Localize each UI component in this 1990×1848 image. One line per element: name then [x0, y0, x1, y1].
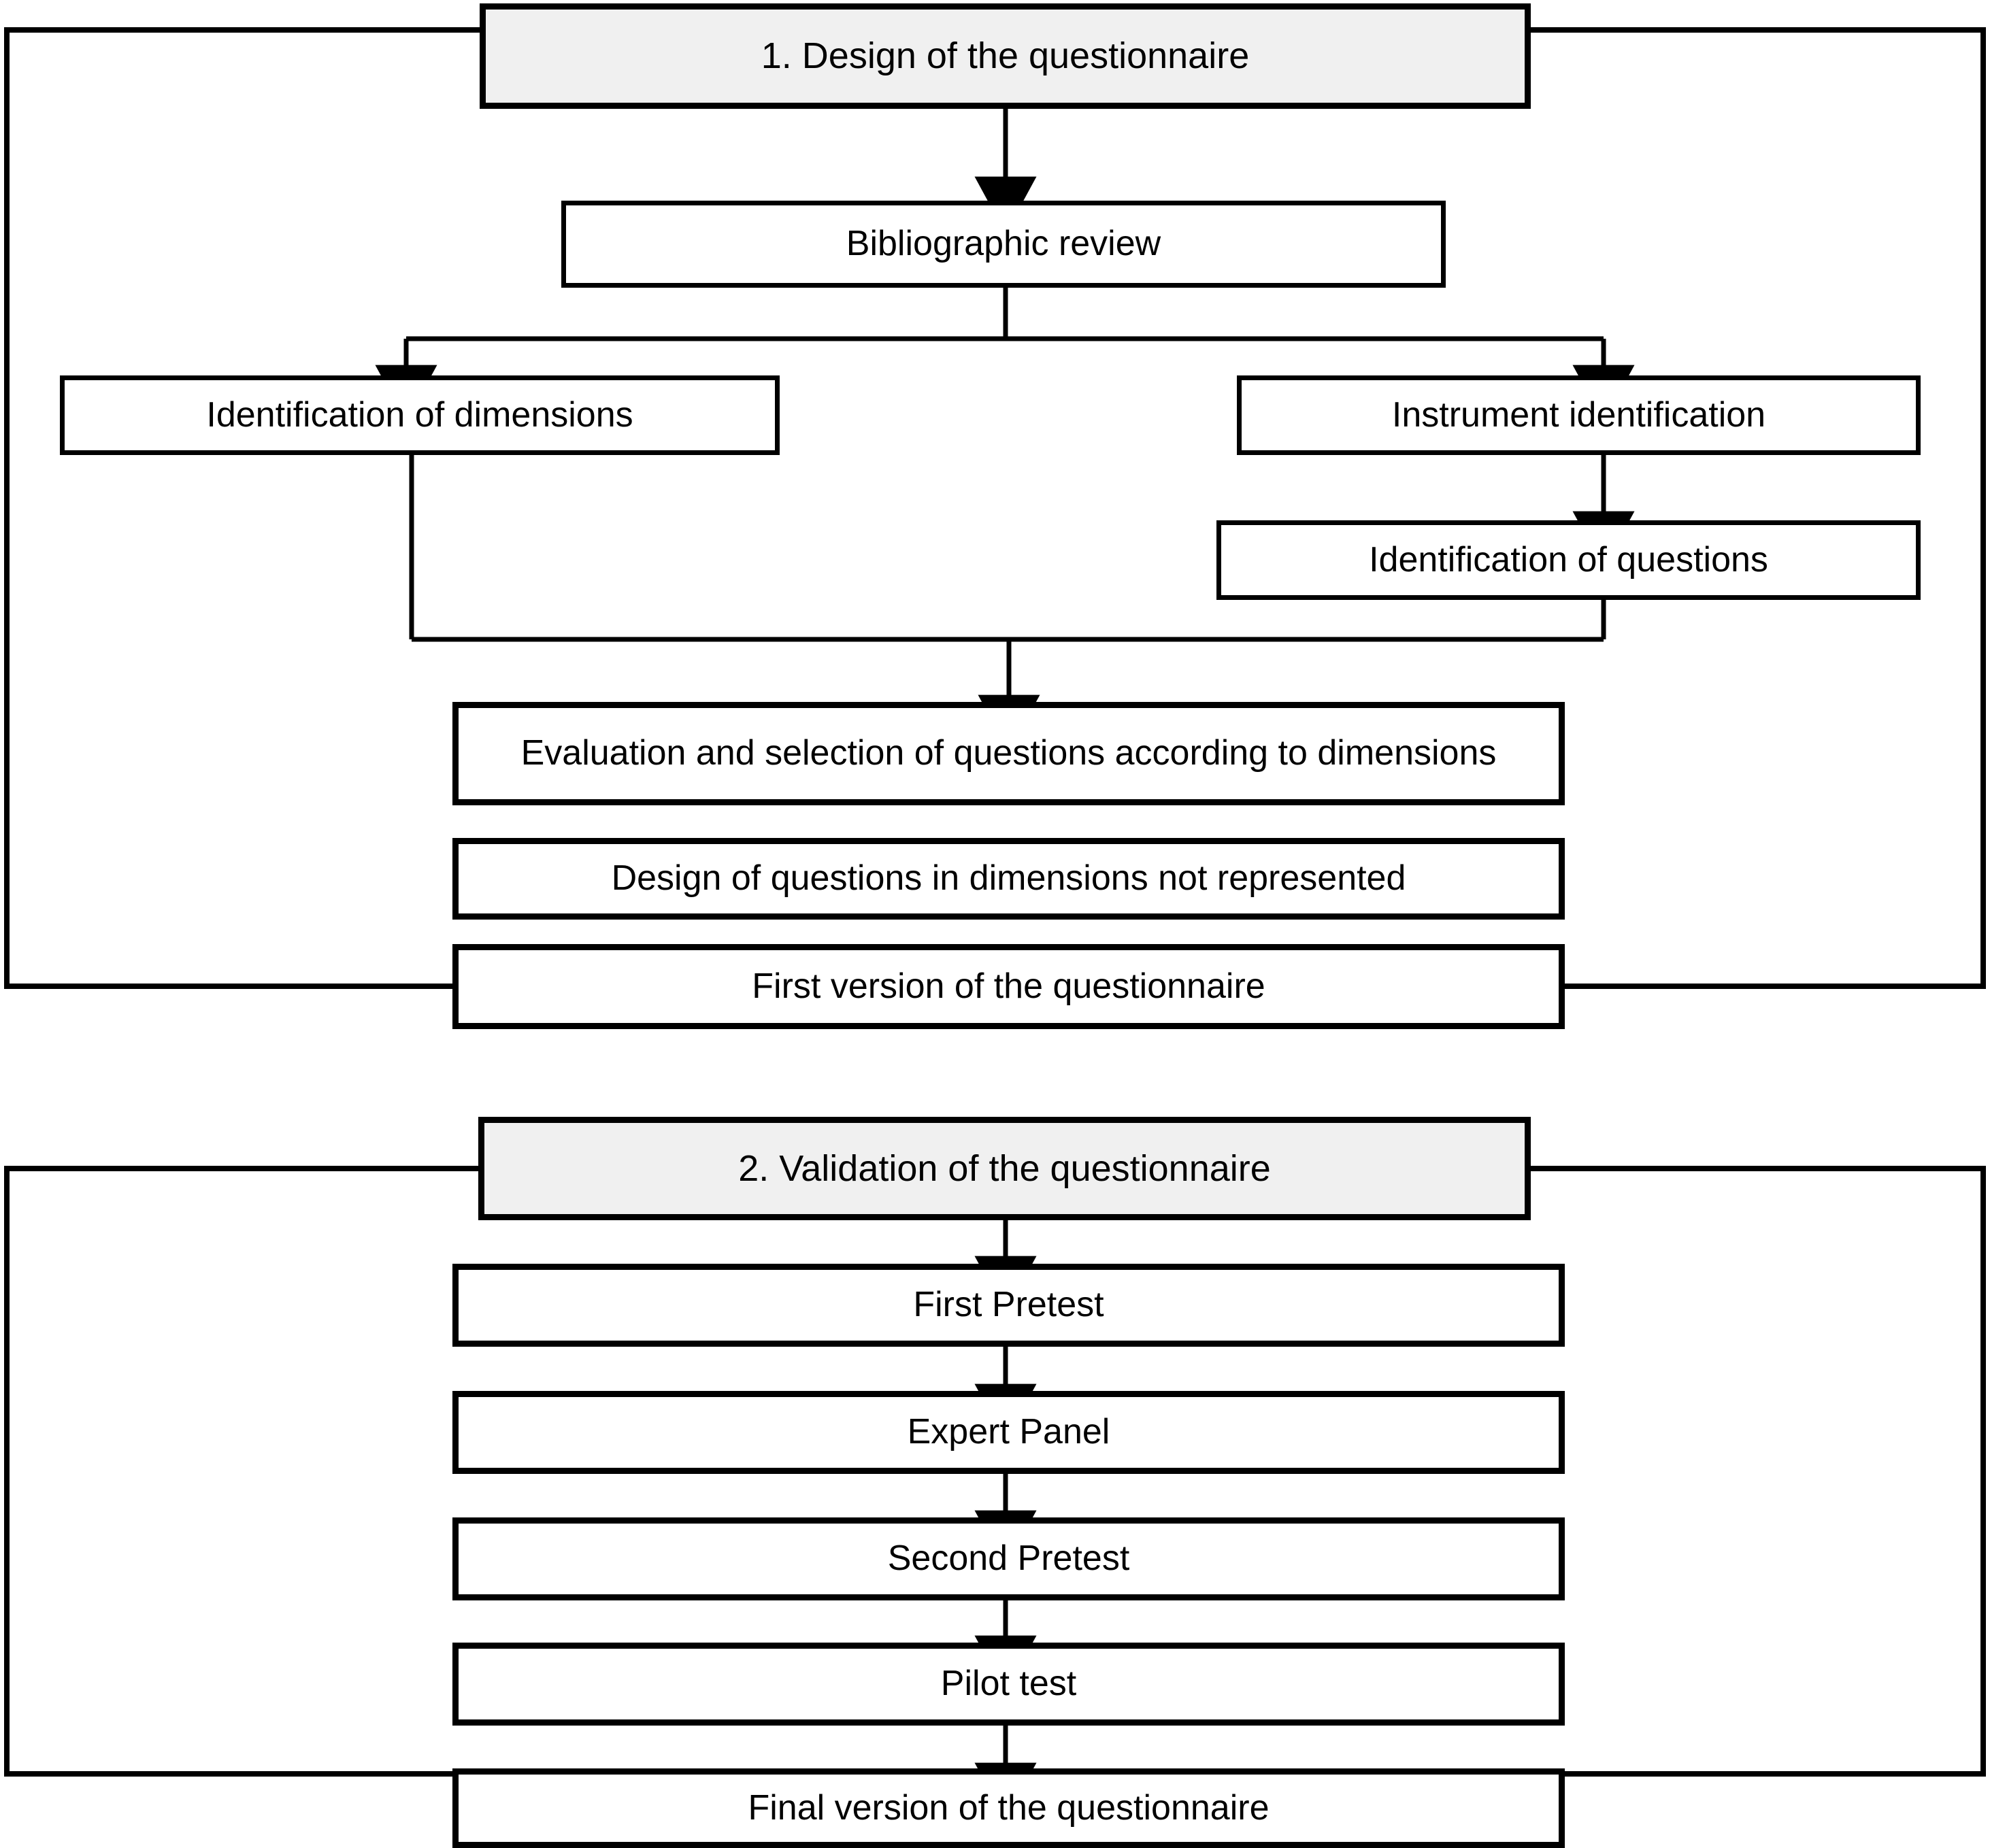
node-bibliographic-review: Bibliographic review: [561, 201, 1446, 288]
node-first-pretest-label: First Pretest: [913, 1285, 1104, 1325]
node-expert-panel-label: Expert Panel: [907, 1412, 1110, 1452]
node-identification-of-dimensions-label: Identification of dimensions: [206, 394, 633, 435]
node-bibliographic-review-label: Bibliographic review: [846, 224, 1161, 264]
node-expert-panel: Expert Panel: [452, 1391, 1565, 1474]
node-evaluation-and-selection-label: Evaluation and selection of questions ac…: [520, 733, 1497, 773]
node-pilot-test-label: Pilot test: [940, 1664, 1077, 1704]
node-design-of-questions-label: Design of questions in dimensions not re…: [611, 858, 1406, 898]
node-instrument-identification: Instrument identification: [1237, 375, 1921, 455]
node-evaluation-and-selection: Evaluation and selection of questions ac…: [452, 702, 1565, 805]
node-identification-of-dimensions: Identification of dimensions: [60, 375, 780, 455]
section-1-header: 1. Design of the questionnaire: [480, 3, 1531, 109]
node-final-version-label: Final version of the questionnaire: [748, 1787, 1270, 1828]
node-first-pretest: First Pretest: [452, 1264, 1565, 1347]
section-2-header: 2. Validation of the questionnaire: [478, 1117, 1531, 1220]
node-design-of-questions: Design of questions in dimensions not re…: [452, 838, 1565, 920]
node-identification-of-questions-label: Identification of questions: [1369, 539, 1768, 579]
node-first-version-label: First version of the questionnaire: [752, 966, 1265, 1006]
node-pilot-test: Pilot test: [452, 1643, 1565, 1726]
node-second-pretest-label: Second Pretest: [887, 1539, 1130, 1579]
node-final-version: Final version of the questionnaire: [452, 1768, 1565, 1848]
edge-bibliographic-split: [375, 286, 1635, 422]
node-first-version: First version of the questionnaire: [452, 944, 1565, 1029]
node-identification-of-questions: Identification of questions: [1216, 520, 1921, 600]
section-1-header-label: 1. Design of the questionnaire: [761, 35, 1250, 77]
node-instrument-identification-label: Instrument identification: [1391, 394, 1766, 435]
node-second-pretest: Second Pretest: [452, 1517, 1565, 1600]
section-2-header-label: 2. Validation of the questionnaire: [738, 1147, 1271, 1189]
